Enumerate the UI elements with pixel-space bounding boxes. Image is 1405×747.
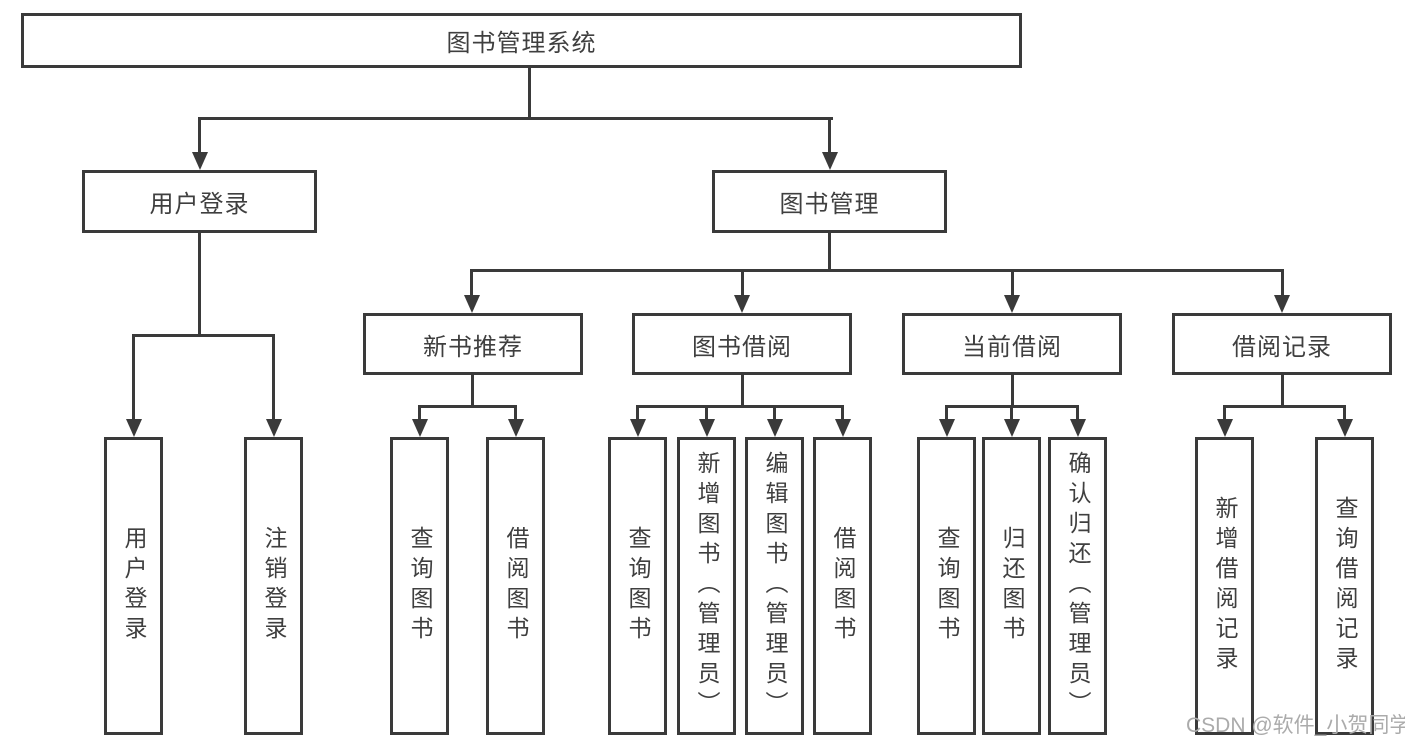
leaf-query-books-recommend-label: 查询图书: [407, 526, 433, 646]
arrowhead-down: [1004, 295, 1020, 313]
connector-line: [470, 269, 1284, 272]
leaf-add-borrow-record-label: 新增借阅记录: [1212, 496, 1238, 676]
connector-line: [272, 334, 275, 420]
node-borrowing-records: 借阅记录: [1172, 313, 1392, 375]
leaf-confirm-return-admin-label: 确认归还（管理员）: [1065, 451, 1091, 721]
connector-line: [471, 375, 474, 408]
leaf-query-books-borrowing-label: 查询图书: [625, 526, 651, 646]
leaf-return-book: 归还图书: [982, 437, 1041, 735]
arrowhead-down: [1004, 419, 1020, 437]
node-book-borrowing: 图书借阅: [632, 313, 852, 375]
connector-line: [636, 405, 844, 408]
arrowhead-down: [1274, 295, 1290, 313]
arrowhead-down: [266, 419, 282, 437]
leaf-add-book-admin: 新增图书（管理员）: [677, 437, 736, 735]
connector-line: [841, 405, 844, 420]
connector-line: [1223, 405, 1346, 408]
connector-line: [1281, 269, 1284, 296]
node-current-borrowing-label: 当前借阅: [962, 333, 1062, 361]
connector-line: [705, 405, 708, 420]
connector-line: [418, 405, 517, 408]
arrowhead-down: [767, 419, 783, 437]
leaf-user-login-label: 用户登录: [121, 526, 147, 646]
leaf-confirm-return-admin: 确认归还（管理员）: [1048, 437, 1107, 735]
connector-line: [828, 233, 831, 272]
arrowhead-down: [734, 295, 750, 313]
connector-line: [528, 68, 531, 120]
node-book-borrowing-label: 图书借阅: [692, 333, 792, 361]
leaf-borrow-books: 借阅图书: [813, 437, 872, 735]
leaf-query-books-recommend: 查询图书: [390, 437, 449, 735]
node-user-login: 用户登录: [82, 170, 317, 233]
connector-line: [198, 117, 833, 120]
node-new-book-recommendation-label: 新书推荐: [423, 333, 523, 361]
leaf-edit-book-admin: 编辑图书（管理员）: [745, 437, 804, 735]
connector-line: [636, 405, 639, 420]
node-system-root-label: 图书管理系统: [446, 30, 597, 57]
connector-line: [1343, 405, 1346, 420]
leaf-borrow-books-label: 借阅图书: [830, 526, 856, 646]
arrowhead-down: [630, 419, 646, 437]
connector-line: [132, 334, 135, 420]
connector-line: [1223, 405, 1226, 420]
node-new-book-recommendation: 新书推荐: [363, 313, 583, 375]
leaf-user-login: 用户登录: [104, 437, 163, 735]
leaf-query-books-borrowing: 查询图书: [608, 437, 667, 735]
node-borrowing-records-label: 借阅记录: [1232, 333, 1332, 361]
leaf-logout-label: 注销登录: [261, 526, 287, 646]
leaf-add-book-admin-label: 新增图书（管理员）: [694, 451, 720, 721]
arrowhead-down: [508, 419, 524, 437]
connector-line: [1076, 405, 1079, 420]
connector-line: [514, 405, 517, 420]
connector-line: [741, 269, 744, 296]
connector-line: [828, 117, 831, 153]
leaf-borrow-books-recommend-label: 借阅图书: [503, 526, 529, 646]
connector-line: [470, 269, 473, 296]
leaf-query-borrow-record: 查询借阅记录: [1315, 437, 1374, 735]
arrowhead-down: [1070, 419, 1086, 437]
connector-line: [198, 233, 201, 337]
arrowhead-down: [939, 419, 955, 437]
arrowhead-down: [1217, 419, 1233, 437]
arrowhead-down: [1337, 419, 1353, 437]
node-system-root: 图书管理系统: [21, 13, 1022, 68]
connector-line: [132, 334, 275, 337]
leaf-borrow-books-recommend: 借阅图书: [486, 437, 545, 735]
node-book-management-label: 图书管理: [779, 191, 880, 218]
connector-line: [741, 375, 744, 408]
arrowhead-down: [192, 152, 208, 170]
arrowhead-down: [822, 152, 838, 170]
leaf-edit-book-admin-label: 编辑图书（管理员）: [762, 451, 788, 721]
connector-line: [1010, 405, 1013, 420]
csdn-watermark: CSDN @软件_小贺同学: [1186, 714, 1405, 737]
node-current-borrowing: 当前借阅: [902, 313, 1122, 375]
leaf-query-books-current: 查询图书: [917, 437, 976, 735]
connector-line: [1011, 269, 1014, 296]
connector-line: [418, 405, 421, 420]
leaf-query-borrow-record-label: 查询借阅记录: [1332, 496, 1358, 676]
arrowhead-down: [412, 419, 428, 437]
connector-line: [945, 405, 948, 420]
arrowhead-down: [126, 419, 142, 437]
arrowhead-down: [835, 419, 851, 437]
node-book-management: 图书管理: [712, 170, 947, 233]
connector-line: [773, 405, 776, 420]
leaf-query-books-current-label: 查询图书: [934, 526, 960, 646]
node-user-login-label: 用户登录: [149, 191, 250, 218]
leaf-logout: 注销登录: [244, 437, 303, 735]
leaf-return-book-label: 归还图书: [999, 526, 1025, 646]
connector-line: [1011, 375, 1014, 408]
connector-line: [1281, 375, 1284, 408]
leaf-add-borrow-record: 新增借阅记录: [1195, 437, 1254, 735]
arrowhead-down: [699, 419, 715, 437]
arrowhead-down: [464, 295, 480, 313]
connector-line: [198, 117, 201, 153]
